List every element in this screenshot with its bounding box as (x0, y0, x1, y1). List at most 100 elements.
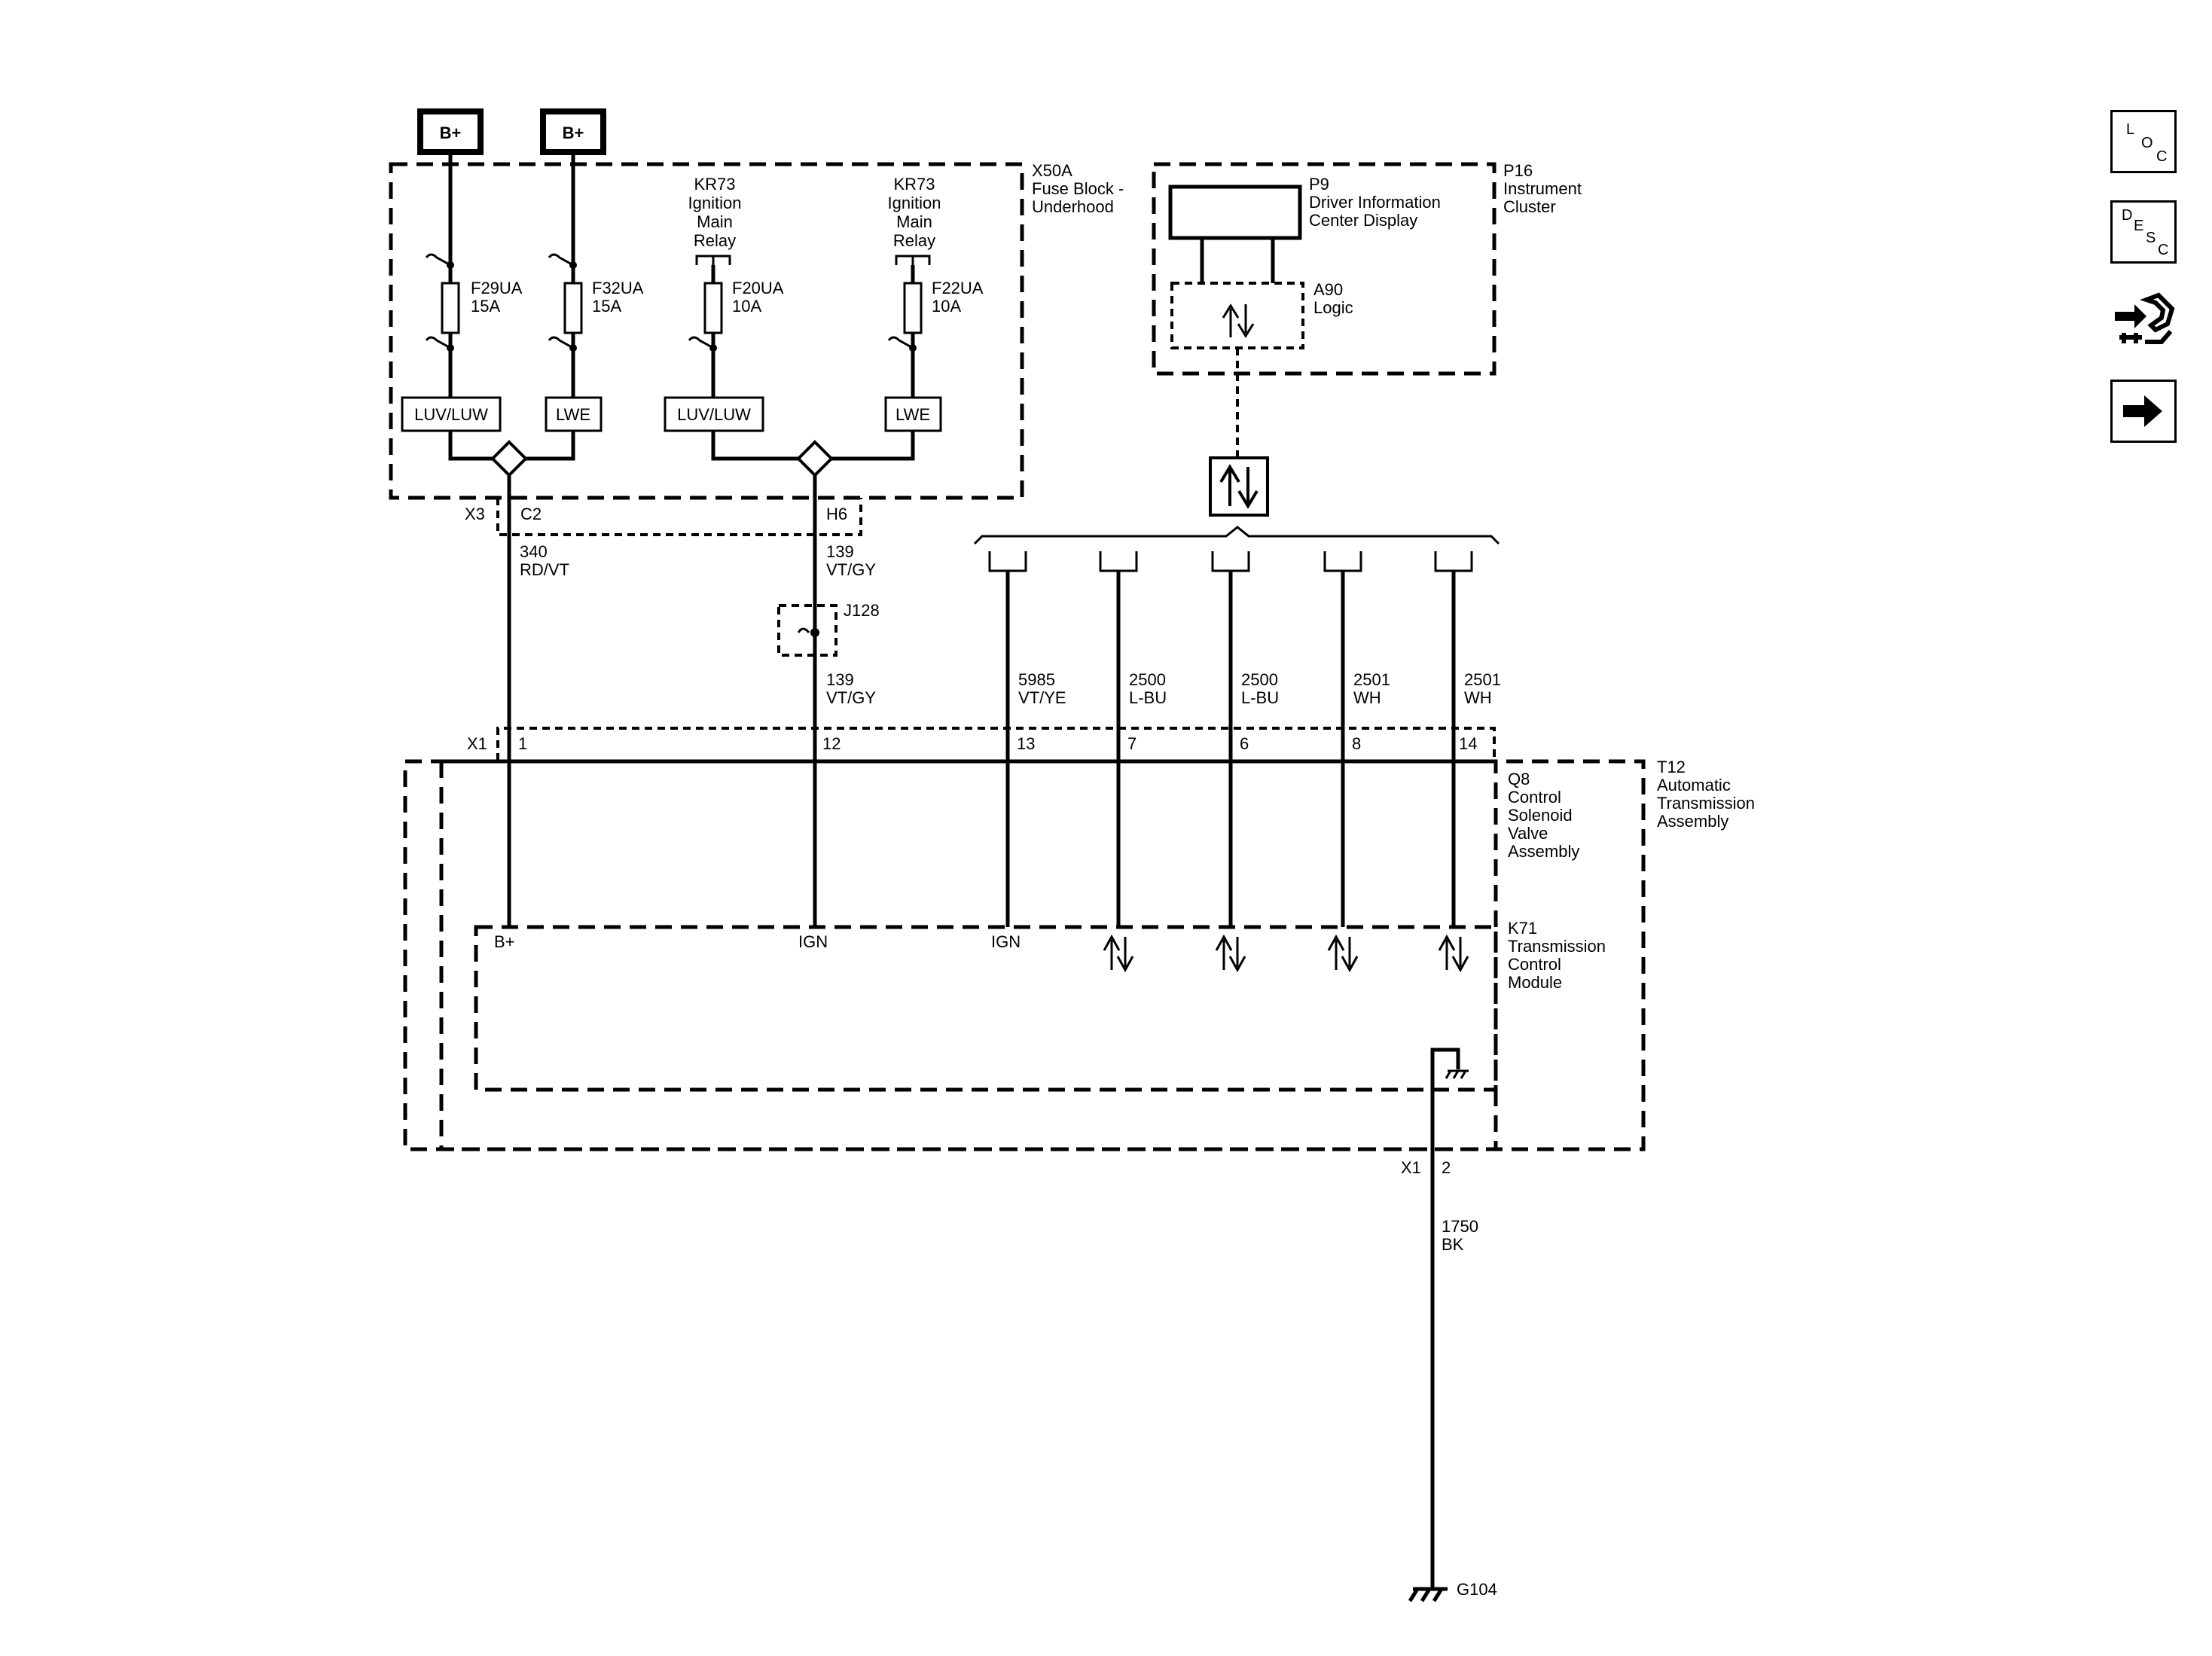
fuse-block-name-1: Fuse Block - (1032, 179, 1124, 198)
pin-14: 14 (1459, 734, 1477, 753)
svg-text:K71: K71 (1508, 919, 1537, 938)
svg-text:LUV/LUW: LUV/LUW (414, 405, 488, 424)
connector-c2: C2 (520, 505, 542, 523)
svg-text:F32UA: F32UA (592, 279, 644, 297)
svg-text:Solenoid: Solenoid (1508, 806, 1573, 825)
wire-5985-circuit: 5985 (1018, 670, 1055, 689)
wire-2501-color: WH (1464, 688, 1492, 707)
next-page-button[interactable] (2110, 380, 2177, 443)
svg-text:LWE: LWE (556, 405, 590, 424)
bidirectional-arrow-icon (1103, 934, 1134, 973)
connector-x1: X1 (467, 734, 487, 753)
svg-text:Main: Main (697, 212, 733, 231)
loc-letter: C (2156, 148, 2168, 165)
desc-letter: S (2146, 230, 2156, 246)
svg-text:Valve: Valve (1508, 824, 1548, 843)
bplus-source-2: B+ (540, 108, 606, 155)
pin-12: 12 (822, 734, 841, 753)
q8-label: Q8 Control Solenoid Valve Assembly (1508, 770, 1579, 861)
cluster-name-1: Instrument (1503, 179, 1582, 198)
svg-text:T12: T12 (1657, 758, 1686, 776)
bus-drop-5 (1434, 551, 1473, 927)
wire-2501-circuit: 2501 (1353, 670, 1390, 689)
svg-text:Q8: Q8 (1508, 770, 1530, 788)
wire-1750-circuit: 1750 (1442, 1217, 1478, 1236)
fuse-tag-1: LUV/LUW (401, 396, 502, 432)
bidirectional-arrow-icon (1327, 934, 1359, 973)
wire-139-color-b: VT/GY (826, 688, 876, 707)
svg-text:Assembly: Assembly (1508, 842, 1579, 861)
bidirectional-arrow-icon (1219, 464, 1259, 509)
display-name-2: Center Display (1309, 211, 1417, 230)
wire-139-circuit: 139 (826, 542, 854, 561)
connector-x1-strip (496, 727, 1496, 761)
cluster-id: P16 (1503, 161, 1533, 180)
svg-text:Transmission: Transmission (1657, 794, 1755, 813)
splice-diamond-1 (490, 440, 528, 477)
svg-text:Assembly: Assembly (1657, 812, 1728, 831)
svg-text:Relay: Relay (694, 231, 736, 250)
t12-assembly-outline (403, 759, 1646, 1151)
bplus-label: B+ (440, 124, 462, 142)
fuse-f20ua: F20UA 10A (688, 279, 784, 352)
loc-letter: L (2126, 121, 2135, 138)
desc-button[interactable]: D E S C (2110, 200, 2177, 264)
q8-assembly-outline (439, 759, 1498, 1151)
driver-info-display (1168, 185, 1302, 240)
svg-text:15A: 15A (592, 297, 621, 316)
fuse-f32ua: F32UA 15A (548, 253, 644, 352)
svg-text:Control: Control (1508, 788, 1561, 807)
svg-text:Relay: Relay (893, 231, 935, 250)
fuse-block-outline (389, 162, 1024, 500)
wire-2500-circuit: 2500 (1129, 670, 1166, 689)
logic-id: A90 (1313, 280, 1343, 299)
svg-text:KR73: KR73 (893, 175, 935, 194)
wire-340-circuit: 340 (520, 542, 548, 561)
cluster-name-2: Cluster (1503, 197, 1556, 216)
fuse-f29ua: F29UA 15A (425, 253, 523, 352)
svg-text:15A: 15A (471, 297, 500, 316)
splice-j128 (777, 604, 838, 657)
svg-text:Ignition: Ignition (688, 194, 742, 212)
svg-text:F20UA: F20UA (732, 279, 784, 297)
desc-letter: D (2122, 207, 2133, 224)
logic-name: Logic (1313, 298, 1353, 317)
fuse-block-id: X50A (1032, 161, 1072, 180)
relay-label-2: KR73 Ignition Main Relay (888, 175, 941, 250)
svg-text:F29UA: F29UA (471, 279, 523, 297)
connector-x1-bottom: X1 (1401, 1158, 1421, 1177)
data-bus-box (1209, 456, 1269, 517)
bus-drop-2 (1099, 551, 1138, 927)
bidirectional-arrow-icon (1222, 303, 1255, 338)
bplus-source-1: B+ (417, 108, 484, 155)
bidirectional-arrow-icon (1438, 934, 1469, 973)
k71-label: K71 Transmission Control Module (1508, 919, 1606, 992)
svg-text:Ignition: Ignition (888, 194, 941, 212)
connector-x3: X3 (465, 505, 485, 523)
wire-2501-circuit: 2501 (1464, 670, 1501, 689)
svg-text:Main: Main (896, 212, 932, 231)
bus-drop-1 (988, 551, 1027, 927)
terminal-ign: IGN (991, 932, 1021, 951)
loc-button[interactable]: L O C (2110, 110, 2177, 173)
fuse-tag-4: LWE (884, 396, 942, 432)
wire-2501-color: WH (1353, 688, 1381, 707)
bplus-label: B+ (563, 124, 584, 142)
svg-text:KR73: KR73 (694, 175, 735, 194)
wire-139-color: VT/GY (826, 560, 876, 579)
bidirectional-arrow-icon (1215, 934, 1246, 973)
display-name-1: Driver Information (1309, 193, 1441, 212)
svg-text:10A: 10A (732, 297, 761, 316)
pin-7: 7 (1127, 734, 1137, 753)
bus-drop-4 (1323, 551, 1362, 927)
wire-2500-color: L-BU (1129, 688, 1167, 707)
fuse-block-name-2: Underhood (1032, 197, 1114, 216)
svg-text:F22UA: F22UA (932, 279, 984, 297)
desc-letter: E (2134, 218, 2144, 234)
arrow-right-icon (2123, 395, 2162, 427)
ground-g104-icon (1408, 1587, 1448, 1603)
connector-wrench-icon[interactable] (2109, 286, 2178, 354)
pin-6: 6 (1240, 734, 1249, 753)
svg-text:Automatic: Automatic (1657, 776, 1731, 794)
